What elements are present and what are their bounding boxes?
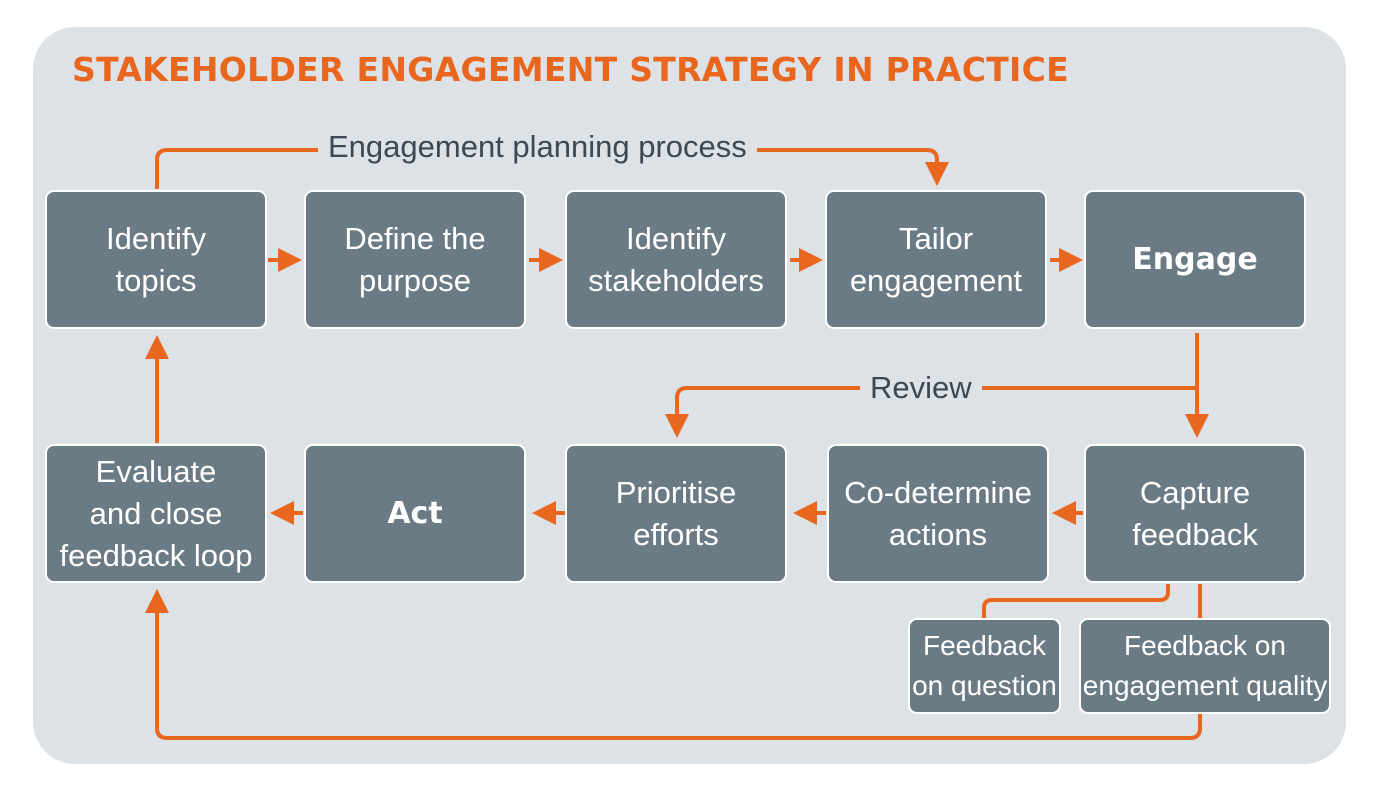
- box-feedback-quality: Feedback on engagement quality: [1079, 618, 1331, 714]
- box-identify-stakeholders: Identify stakeholders: [565, 190, 787, 329]
- box-co-determine: Co-determine actions: [827, 444, 1049, 583]
- connector-to-feedback-question: [982, 584, 1170, 620]
- planning-process-label: Engagement planning process: [318, 129, 757, 165]
- box-evaluate: Evaluate and close feedback loop: [45, 444, 267, 583]
- diagram-title: STAKEHOLDER ENGAGEMENT STRATEGY IN PRACT…: [72, 50, 1069, 89]
- box-identify-topics: Identify topics: [45, 190, 267, 329]
- box-act: Act: [304, 444, 526, 583]
- box-engage: Engage: [1084, 190, 1306, 329]
- box-capture-feedback: Capture feedback: [1084, 444, 1306, 583]
- box-feedback-question: Feedback on question: [908, 618, 1061, 714]
- review-label: Review: [860, 370, 982, 406]
- box-define-purpose: Define the purpose: [304, 190, 526, 329]
- box-prioritise: Prioritise efforts: [565, 444, 787, 583]
- arrow-feedback-to-evaluate: [145, 589, 1202, 740]
- box-tailor-engagement: Tailor engagement: [825, 190, 1047, 329]
- arrow-review: [665, 386, 1197, 438]
